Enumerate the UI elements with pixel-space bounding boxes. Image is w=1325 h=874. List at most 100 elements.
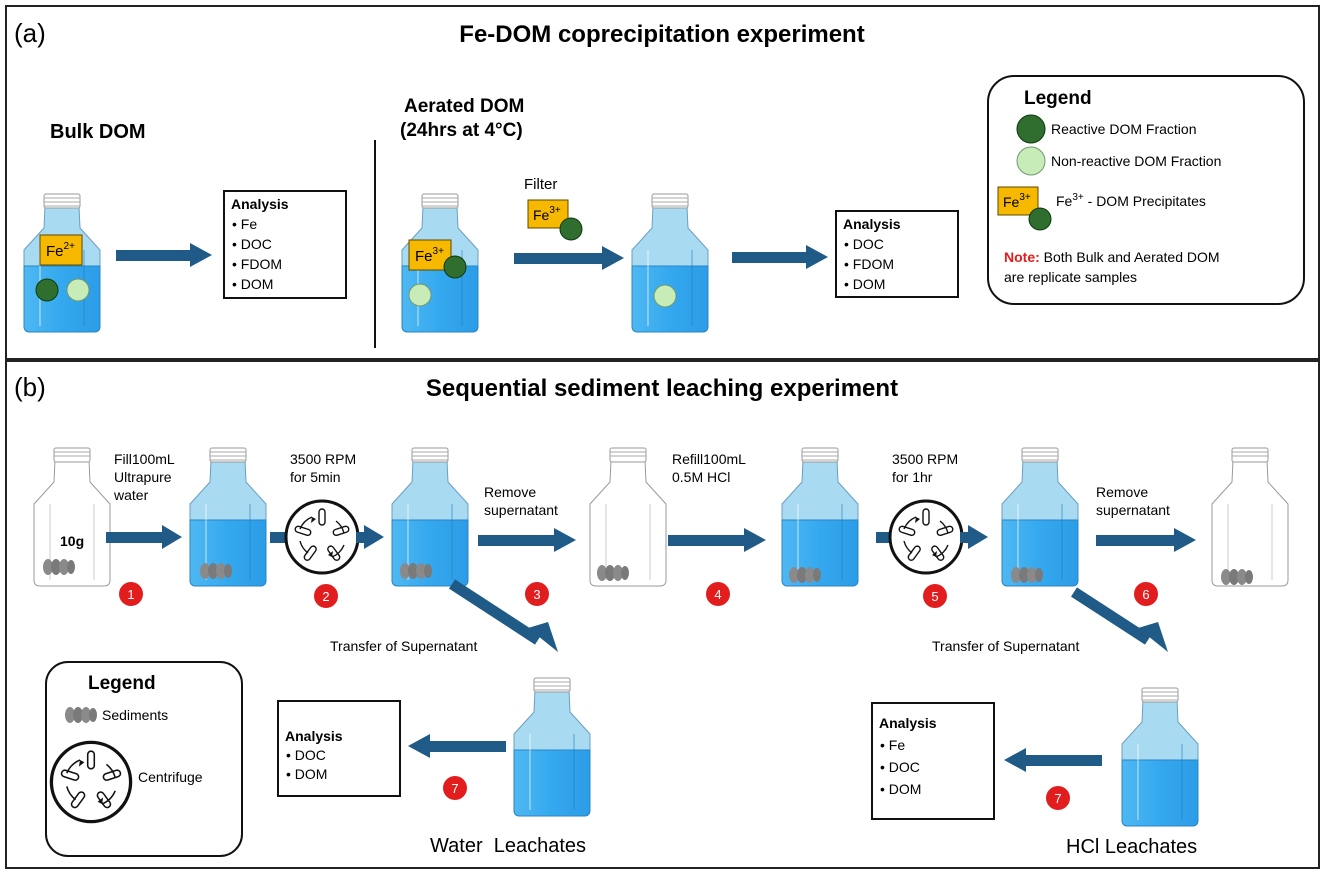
step4-label-2: 0.5M HCl (672, 469, 730, 485)
legend-sediments-icon (65, 707, 97, 723)
arrow-step5 (960, 525, 988, 549)
step-badge (525, 582, 549, 606)
step2-label-2: for 5min (290, 469, 341, 485)
arrow-step1 (106, 525, 182, 549)
sediment (1011, 567, 1043, 583)
legend-a-title: Legend (1024, 88, 1092, 109)
aerated-title-line2: (24hrs at 4°C) (400, 120, 523, 141)
step-number: 5 (931, 589, 938, 604)
arrow-transfer-water (448, 579, 558, 652)
step-badge (1134, 582, 1158, 606)
analysis-water-item: • DOC (286, 747, 326, 763)
nonreactive-dom-dot (408, 283, 432, 307)
panel-a-title: Fe-DOM coprecipitation experiment (459, 21, 864, 48)
step-number: 7 (1054, 791, 1061, 806)
legend-note-line2: are replicate samples (1004, 269, 1137, 285)
step3-label-2: supernatant (484, 502, 558, 518)
sediment (1221, 569, 1253, 585)
sediment (43, 559, 75, 575)
analysis2-item: • DOM (844, 276, 885, 292)
centrifuge-step5 (888, 499, 964, 575)
analysis1-box (223, 190, 347, 299)
sediment (200, 563, 232, 579)
sample-mass-label: 10g (60, 533, 84, 549)
arrow-a2 (514, 246, 624, 270)
analysis2-item: • FDOM (844, 256, 894, 272)
sediment (597, 565, 629, 581)
legend-precip-dot (1028, 207, 1052, 231)
step1-label-1: Fill100mL (114, 451, 175, 467)
fe2-box (39, 234, 83, 266)
legend-reactive-dot (1016, 114, 1046, 144)
analysis-hcl-item: • Fe (880, 737, 905, 753)
analysis-water-item: • DOM (286, 766, 327, 782)
step-number: 1 (127, 587, 134, 602)
analysis2-item: • DOC (844, 236, 884, 252)
nonreactive-dom-dot (653, 284, 677, 308)
arrow-transfer-hcl (1071, 587, 1168, 652)
analysis-hcl-item: • DOM (880, 781, 921, 797)
step-badge (923, 584, 947, 608)
bulk-dom-title: Bulk DOM (50, 121, 146, 143)
legend-fe3-box (997, 186, 1039, 216)
arrow-a1 (116, 243, 212, 267)
centrifuge-step2 (284, 499, 360, 575)
step5-label-1: 3500 RPM (892, 451, 958, 467)
step-badge (119, 582, 143, 606)
transfer-water-label: Transfer of Supernatant (330, 638, 477, 654)
arrow-step7-hcl (1004, 748, 1102, 772)
aerated-title-line1: Aerated DOM (404, 96, 524, 117)
fe2-label: Fe2+ (46, 241, 75, 260)
analysis1-item: • DOC (232, 236, 272, 252)
analysis2-title: Analysis (843, 216, 901, 232)
step3-label-1: Remove (484, 484, 536, 500)
analysis1-title: Analysis (231, 196, 289, 212)
step2-label-1: 3500 RPM (290, 451, 356, 467)
transfer-hcl-label: Transfer of Supernatant (932, 638, 1079, 654)
analysis-hcl-box (871, 702, 995, 820)
step-badge (706, 582, 730, 606)
arrow-step2-tail (270, 532, 286, 543)
arrow-step6 (1096, 528, 1196, 552)
legend-nonreactive-label: Non-reactive DOM Fraction (1051, 153, 1221, 169)
step-number: 4 (714, 587, 721, 602)
analysis1-item: • DOM (232, 276, 273, 292)
step-badge (443, 776, 467, 800)
panel-b-label: (b) (14, 372, 46, 402)
hcl-leachates-label: HCl Leachates (1066, 836, 1197, 858)
sediment (789, 567, 821, 583)
analysis-hcl-item: • DOC (880, 759, 920, 775)
arrow-step2 (356, 525, 384, 549)
filter-label: Filter (524, 176, 557, 193)
panel-b-title: Sequential sediment leaching experiment (426, 375, 898, 402)
step-badge (314, 584, 338, 608)
step6-label-2: supernatant (1096, 502, 1170, 518)
filter-reactive-dot (559, 217, 583, 241)
reactive-dom-dot (443, 255, 467, 279)
legend-note-line1: Note: Both Bulk and Aerated DOM (1004, 249, 1220, 265)
legend-centrifuge-label: Centrifuge (138, 769, 203, 785)
step-badge (1046, 786, 1070, 810)
step-number: 6 (1142, 587, 1149, 602)
legend-b-title: Legend (88, 673, 156, 694)
step1-label-3: water (113, 487, 149, 503)
analysis-water-box (277, 700, 401, 797)
step4-label-1: Refill100mL (672, 451, 746, 467)
step1-label-2: Ultrapure (114, 469, 172, 485)
arrow-step4 (668, 528, 766, 552)
arrow-step7-water (408, 734, 506, 758)
analysis-water-title: Analysis (285, 728, 343, 744)
reactive-dom-dot (35, 278, 59, 302)
legend-fe3-label: Fe3+ (1003, 192, 1031, 210)
step-number: 3 (533, 587, 540, 602)
legend-nonreactive-dot (1016, 146, 1046, 176)
panel-a-label: (a) (14, 18, 46, 48)
analysis1-item: • FDOM (232, 256, 282, 272)
analysis-hcl-title: Analysis (879, 715, 937, 731)
analysis2-box (835, 210, 959, 298)
step6-label-1: Remove (1096, 484, 1148, 500)
analysis1-item: • Fe (232, 216, 257, 232)
arrow-a3 (732, 245, 828, 269)
legend-a-box (987, 75, 1305, 305)
water-leachates-label: Water Leachates (430, 835, 586, 857)
